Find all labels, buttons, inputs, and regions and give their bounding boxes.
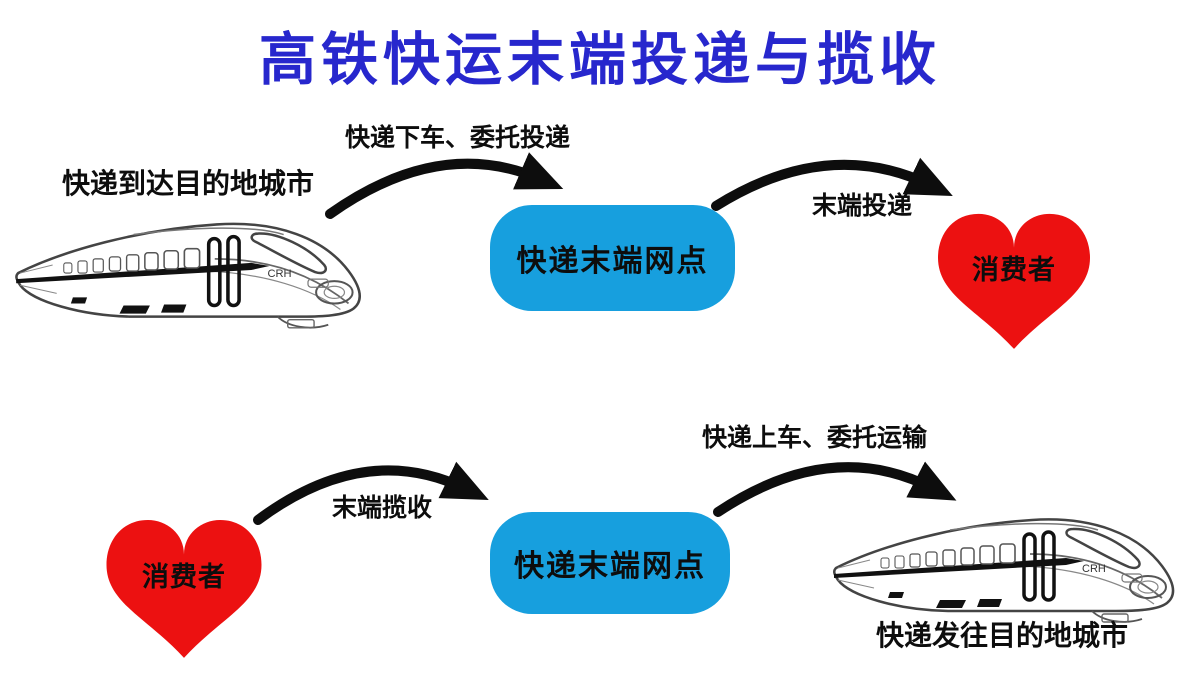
train-icon: CRH — [12, 192, 377, 344]
arrow-consumer-to-node — [253, 461, 489, 525]
heart-icon: 消费者 — [928, 202, 1100, 354]
top-step1-label: 快递下车、委托投递 — [345, 125, 571, 152]
bottom-step2-label: 快递上车、委托运输 — [702, 425, 928, 452]
train-logo-text: CRH — [267, 268, 291, 280]
top-consumer-label: 消费者 — [972, 254, 1056, 285]
page-title: 高铁快运末端投递与揽收 — [259, 29, 941, 92]
bottom-node-box: 快递末端网点 — [490, 512, 730, 614]
arrow-node-to-train-bottom — [713, 461, 957, 517]
heart-icon: 消费者 — [94, 508, 274, 663]
top-step2-label: 末端投递 — [812, 193, 913, 220]
bottom-train-caption: 快递发往目的地城市 — [876, 621, 1129, 652]
bottom-consumer-label: 消费者 — [142, 561, 226, 592]
train-icon: CRH — [830, 488, 1190, 638]
top-node-box: 快递末端网点 — [490, 205, 735, 311]
arrow-node-to-consumer — [711, 157, 953, 211]
bottom-node-label: 快递末端网点 — [514, 550, 706, 583]
bottom-step1-label: 末端揽收 — [332, 495, 433, 522]
arrow-train-to-node-top — [325, 152, 564, 219]
top-node-label: 快递末端网点 — [516, 245, 709, 278]
top-train-caption: 快递到达目的地城市 — [62, 169, 315, 200]
train-logo-text: CRH — [1082, 563, 1106, 575]
